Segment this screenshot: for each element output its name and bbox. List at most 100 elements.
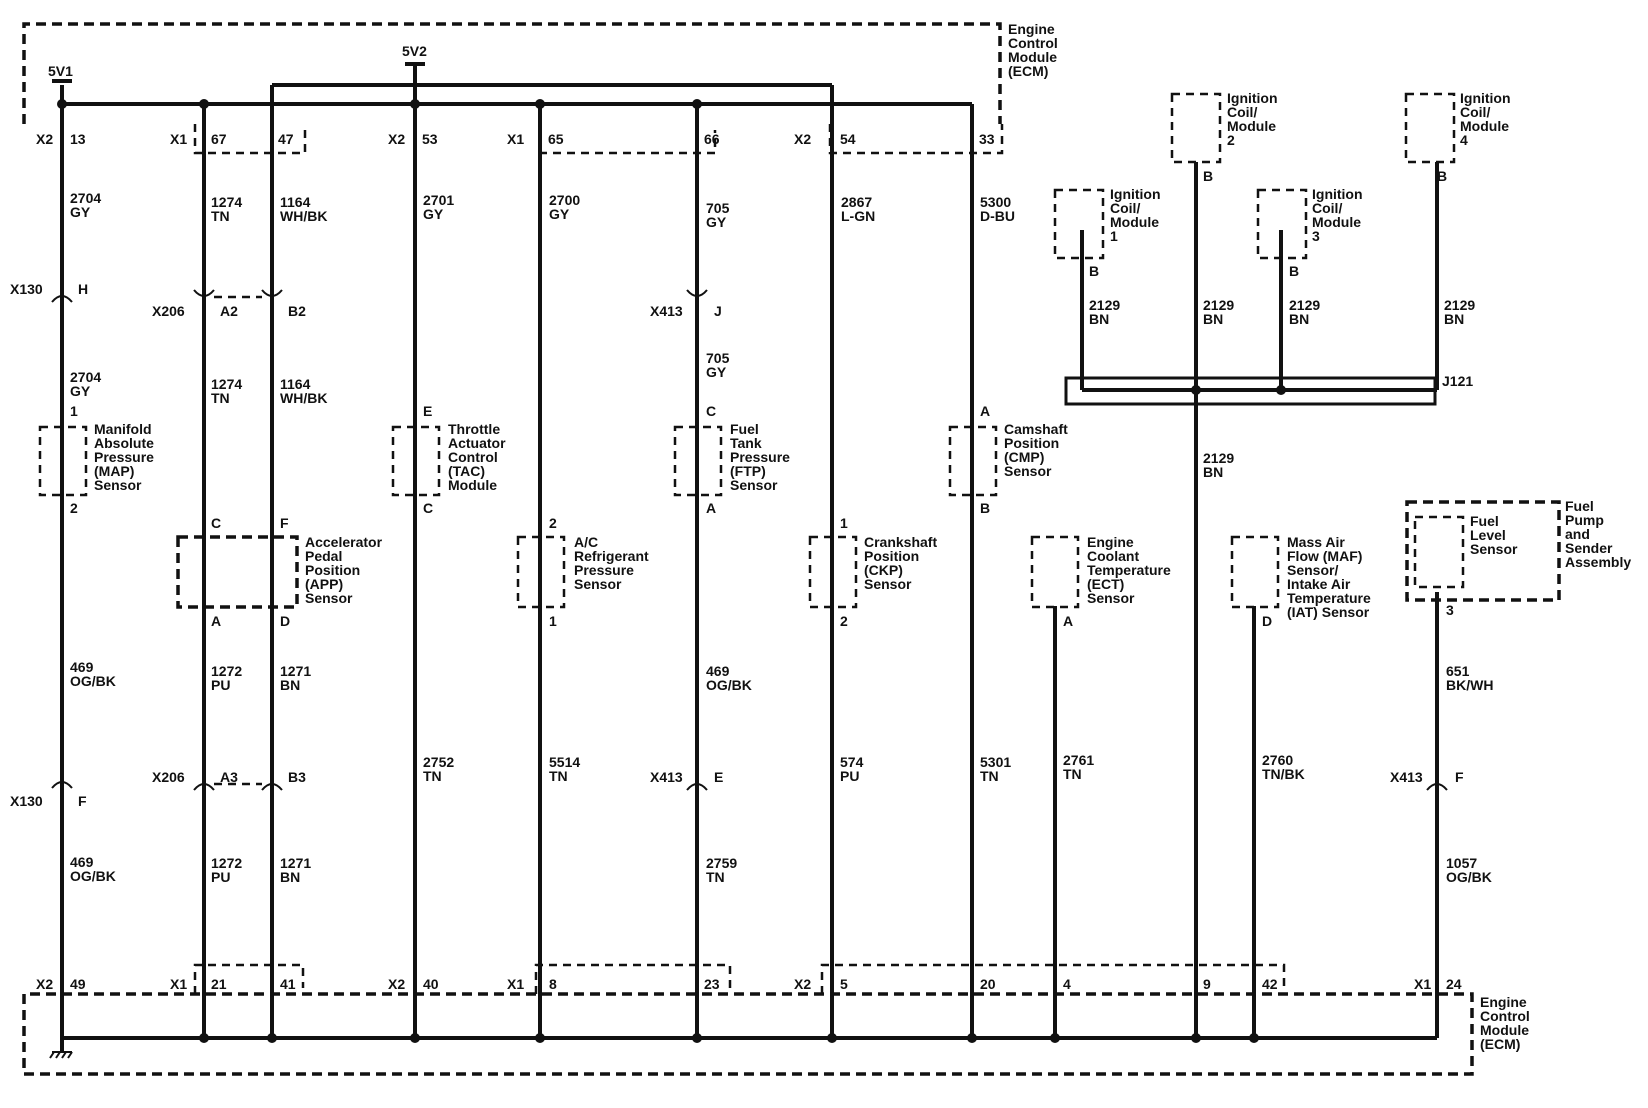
component-label: Module (448, 477, 497, 493)
pin-42: 42 (1262, 976, 1278, 992)
connector-x2: X2 (36, 976, 53, 992)
inline-connector-icon (261, 289, 283, 297)
wire-circuit: 1274 (211, 194, 242, 210)
pin-label: 2 (840, 613, 848, 629)
pin-label: E (423, 403, 432, 419)
wire-color: BK/WH (1446, 677, 1493, 693)
cmp-sensor: A B Camshaft Position (CMP) Sensor (948, 403, 1068, 516)
wire-color: BN (1203, 464, 1223, 480)
wire-color: BN (280, 869, 300, 885)
connector-x413: X413 (650, 303, 683, 319)
pin-b2: B2 (288, 303, 306, 319)
connector-x2: X2 (794, 131, 811, 147)
component-label: Level (1470, 527, 1506, 543)
wire-color: BN (1444, 311, 1464, 327)
wire-color: TN (423, 768, 442, 784)
app-sensor: C F A D Accelerator Pedal Position (APP)… (176, 515, 383, 629)
wire-circuit: 2759 (706, 855, 737, 871)
pin-j: J (714, 303, 722, 319)
wire-circuit: 1164 (280, 194, 311, 210)
component-label: Sensor (864, 576, 912, 592)
wire-circuit: 2129 (1203, 297, 1234, 313)
pin-41: 41 (280, 976, 296, 992)
wire-circuit: 651 (1446, 663, 1470, 679)
component-label: Accelerator (305, 534, 383, 550)
component-label: A/C (574, 534, 598, 550)
component-label: Fuel (1470, 513, 1499, 529)
wire-color: OG/BK (70, 673, 116, 689)
component-label: Ignition (1312, 186, 1363, 202)
pin-label: F (280, 515, 289, 531)
component-label: (IAT) Sensor (1287, 604, 1370, 620)
wire-circuit: 2761 (1063, 752, 1094, 768)
wire-color: PU (211, 869, 230, 885)
pin-label: C (423, 500, 433, 516)
maf-iat-sensor: D Mass Air Flow (MAF) Sensor/ Intake Air… (1230, 534, 1371, 629)
component-label: Absolute (94, 435, 154, 451)
map-sensor: 1 2 Manifold Absolute Pressure (MAP) Sen… (38, 403, 154, 516)
wire-color: OG/BK (1446, 869, 1492, 885)
wire-circuit: 2752 (423, 754, 454, 770)
pin-label: B (1089, 263, 1099, 279)
wire-color: OG/BK (706, 677, 752, 693)
vertical-wires (60, 64, 1439, 1038)
component-label: Coil/ (1460, 104, 1490, 120)
component-label: Coolant (1087, 548, 1139, 564)
wire-color: TN (549, 768, 568, 784)
component-label: (FTP) (730, 463, 766, 479)
pin-label: A (211, 613, 221, 629)
component-label: Coil/ (1312, 200, 1342, 216)
ecm-top-label-line: Engine (1008, 21, 1055, 37)
component-label: and (1565, 526, 1590, 542)
wire-color: WH/BK (280, 208, 327, 224)
pin-21: 21 (211, 976, 227, 992)
connector-x2: X2 (388, 131, 405, 147)
connector-x2: X2 (388, 976, 405, 992)
inline-connector-icon (1426, 783, 1448, 791)
wire-color: GY (549, 206, 570, 222)
component-label: Ignition (1110, 186, 1161, 202)
pin-label: B (980, 500, 990, 516)
wire-color: GY (706, 364, 727, 380)
pin-67: 67 (211, 131, 227, 147)
connector-x206: X206 (152, 769, 185, 785)
component-label: Sensor (1470, 541, 1518, 557)
wire-color: PU (211, 677, 230, 693)
ignition-coil-2: B Ignition Coil/ Module 2 (1170, 90, 1278, 184)
component-label: Pump (1565, 512, 1604, 528)
wire-color: BN (280, 677, 300, 693)
component-label: Temperature (1087, 562, 1171, 578)
pin-a2: A2 (220, 303, 238, 319)
pin-66: 66 (704, 131, 720, 147)
wire-circuit: 705 (706, 350, 730, 366)
wire-circuit: 2129 (1203, 450, 1234, 466)
pin-label: B (1437, 168, 1447, 184)
pin-label: A (980, 403, 990, 419)
fuel-pump-sender-assembly: 3 Fuel Level Sensor Fuel Pump and Sender… (1405, 498, 1631, 618)
component-label: 2 (1227, 132, 1235, 148)
pin-54: 54 (840, 131, 856, 147)
pin-9: 9 (1203, 976, 1211, 992)
inline-connector-symbols (51, 289, 1448, 791)
ckp-sensor: 1 2 Crankshaft Position (CKP) Sensor (808, 515, 937, 629)
component-label: Pressure (94, 449, 154, 465)
pin-a3: A3 (220, 769, 238, 785)
wire-color: TN (706, 869, 725, 885)
component-label: Ignition (1227, 90, 1278, 106)
wire-circuit: 1271 (280, 855, 311, 871)
component-label: Mass Air (1287, 534, 1345, 550)
supply-5v1: 5V1 (48, 63, 73, 79)
wire-color: GY (706, 214, 727, 230)
pin-label: 1 (70, 403, 78, 419)
splice-pack-j121: J121 (1064, 373, 1473, 406)
ect-sensor: A Engine Coolant Temperature (ECT) Senso… (1030, 534, 1171, 629)
ground-icon (49, 1038, 73, 1059)
pin-e: E (714, 769, 723, 785)
wire-color: OG/BK (70, 868, 116, 884)
pin-label: 2 (549, 515, 557, 531)
component-label: Pressure (574, 562, 634, 578)
component-label: Intake Air (1287, 576, 1351, 592)
top-connector-labels: X2 13 X1 67 47 X2 53 X1 65 66 X2 54 33 (36, 131, 995, 147)
pin-b3: B3 (288, 769, 306, 785)
ecm-top-label-line: (ECM) (1008, 63, 1048, 79)
